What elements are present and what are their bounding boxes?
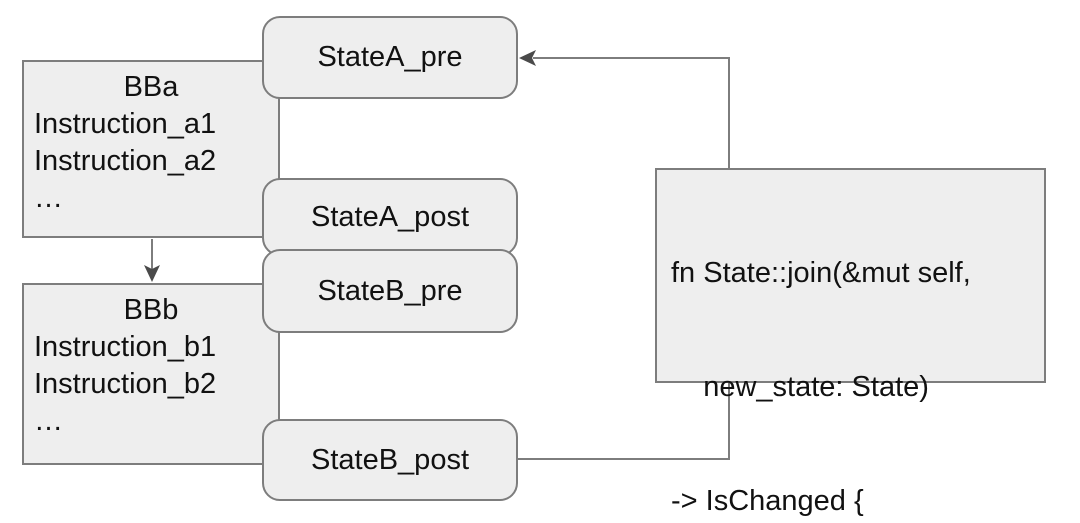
join-fn-code-line: -> IsChanged { bbox=[671, 485, 864, 517]
basic-block-b: BBb Instruction_b1 Instruction_b2 … bbox=[22, 283, 280, 465]
state-b-post-box: StateB_post bbox=[262, 419, 518, 501]
bbb-instruction-line: Instruction_b1 bbox=[34, 331, 217, 363]
state-a-post-box: StateA_post bbox=[262, 178, 518, 256]
join-fn-code-line: new_state: State) bbox=[671, 371, 929, 403]
state-a-pre-label: StateA_pre bbox=[317, 41, 463, 73]
join-function-box: fn State::join(&mut self, new_state: Sta… bbox=[655, 168, 1046, 517]
join-fn-code-line: fn State::join(&mut self, bbox=[671, 257, 971, 289]
bba-ellipsis-line: … bbox=[34, 182, 63, 214]
arrowhead-left-icon bbox=[519, 50, 536, 66]
state-b-pre-box: StateB_pre bbox=[262, 249, 518, 333]
arrowhead-down-icon bbox=[144, 265, 160, 282]
basic-block-b-title: BBb bbox=[123, 294, 179, 326]
bbb-instruction-line: Instruction_b2 bbox=[34, 368, 217, 400]
bbb-ellipsis-line: … bbox=[34, 405, 63, 437]
state-a-pre-box: StateA_pre bbox=[262, 16, 518, 99]
basic-block-a-title: BBa bbox=[123, 71, 179, 103]
state-a-post-label: StateA_post bbox=[311, 200, 469, 233]
basic-block-a: BBa Instruction_a1 Instruction_a2 … bbox=[22, 60, 280, 238]
state-b-pre-label: StateB_pre bbox=[317, 274, 463, 307]
bba-instruction-line: Instruction_a2 bbox=[34, 145, 217, 177]
bba-instruction-line: Instruction_a1 bbox=[34, 108, 217, 140]
state-b-post-label: StateB_post bbox=[311, 443, 469, 476]
